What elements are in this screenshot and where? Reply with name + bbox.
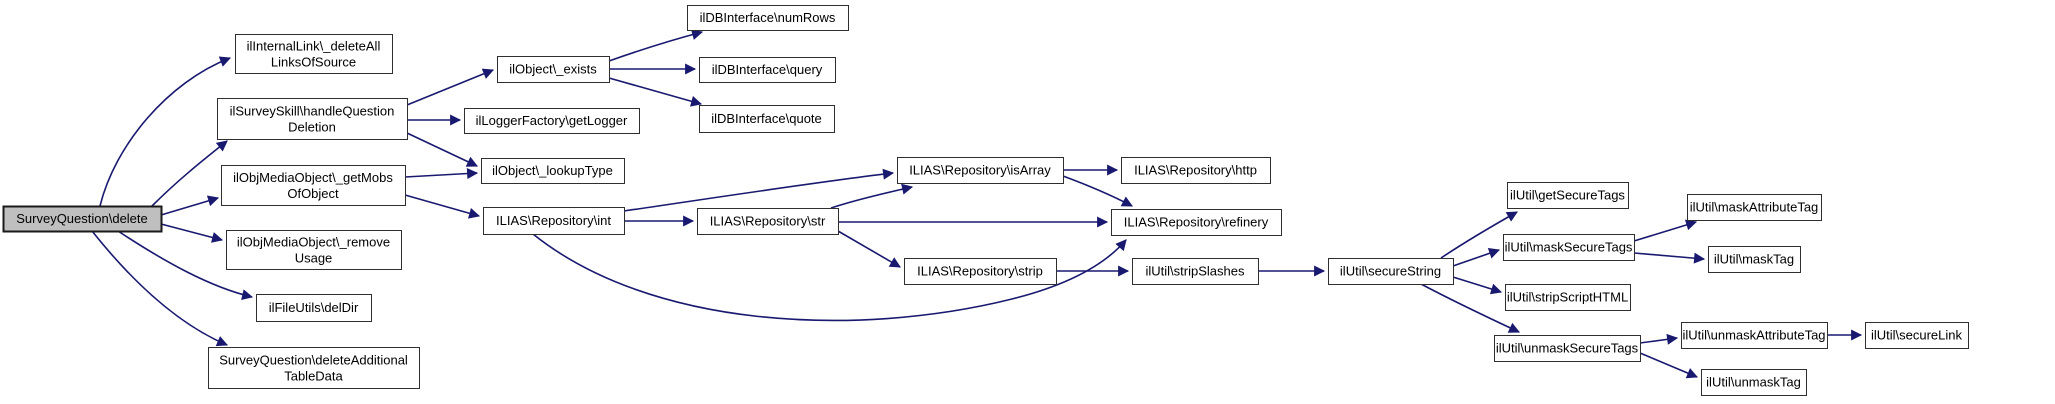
edge-secure-string-to-unmask-secure-tags [1420,283,1520,333]
node-secure-string[interactable]: ilUtil\secureString [1327,257,1455,286]
node-label: SurveyQuestion\delete [16,211,148,226]
node-repo-int[interactable]: ILIAS\Repository\int [482,206,626,236]
node-label: ilLoggerFactory\getLogger [476,113,628,128]
edge-mask-secure-tags-to-mask-tag [1633,252,1706,264]
edge-delete-to-delete-additional-table-data [91,230,229,347]
node-label: ilInternalLink\_deleteAll [247,39,381,54]
node-strip-slashes[interactable]: ilUtil\stripSlashes [1131,257,1260,286]
node-label: ilUtil\getSecureTags [1510,188,1625,203]
node-repo-strip[interactable]: ILIAS\Repository\strip [903,257,1058,286]
edge-object-exists-to-num-rows [608,29,704,62]
node-label: TableData [284,368,343,383]
node-label: ILIAS\Repository\int [496,213,611,228]
node-label: ilDBInterface\numRows [700,10,836,25]
edge-secure-string-to-get-secure-tags [1440,211,1518,259]
node-mask-attribute-tag[interactable]: ilUtil\maskAttributeTag [1686,193,1823,222]
node-label: ilFileUtils\delDir [269,300,359,315]
node-label: Deletion [288,119,336,134]
edge-mask-secure-tags-to-mask-attribute-tag [1633,219,1698,242]
node-label: ilUtil\unmaskTag [1706,375,1801,390]
node-label: ilObjMediaObject\_remove [237,235,390,250]
edge-repo-int-to-refinery [532,233,1127,322]
node-num-rows[interactable]: ilDBInterface\numRows [686,4,850,32]
edge-delete-to-get-mobs-of-object [160,195,220,216]
node-mask-tag[interactable]: ilUtil\maskTag [1707,245,1802,274]
edge-delete-to-internal-link-delete-all [99,56,232,207]
node-label: SurveyQuestion\deleteAdditional [219,353,408,368]
node-label: Usage [295,250,333,265]
node-label: ilUtil\maskSecureTags [1505,240,1633,255]
edge-unmask-secure-tags-to-unmask-tag [1639,352,1699,379]
node-db-quote[interactable]: ilDBInterface\quote [698,104,836,134]
node-label: ilObjMediaObject\_getMobs [233,170,393,185]
node-label: ILIAS\Repository\str [710,214,826,229]
node-lookup-type[interactable]: ilObject\_lookupType [480,157,626,185]
node-db-query[interactable]: ilDBInterface\query [698,56,837,84]
node-secure-link[interactable]: ilUtil\secureLink [1864,321,1970,350]
node-strip-script-html[interactable]: ilUtil\stripScriptHTML [1504,283,1632,312]
node-object-exists[interactable]: ilObject\_exists [496,55,611,84]
node-label: ilObject\_lookupType [492,163,613,178]
node-label: ILIAS\Repository\isArray [909,163,1051,178]
node-repo-http[interactable]: ILIAS\Repository\http [1120,156,1272,185]
edge-repo-str-to-repo-strip [837,230,901,268]
node-del-dir[interactable]: ilFileUtils\delDir [255,293,373,323]
edge-repo-int-to-is-array [623,168,895,212]
node-label: OfObject [287,186,339,201]
node-label: ILIAS\Repository\strip [917,264,1043,279]
node-label: ilObject\_exists [509,62,597,77]
node-label: ilSurveySkill\handleQuestion [230,104,395,119]
node-get-logger[interactable]: ilLoggerFactory\getLogger [463,107,641,135]
edge-unmask-secure-tags-to-unmask-attribute-tag [1639,333,1679,345]
node-label: ILIAS\Repository\refinery [1124,215,1269,230]
edge-object-exists-to-db-quote [608,77,703,107]
node-label: ilUtil\stripSlashes [1146,264,1245,279]
node-unmask-tag[interactable]: ilUtil\unmaskTag [1700,368,1808,397]
node-label: ILIAS\Repository\http [1134,163,1257,178]
node-unmask-attribute-tag[interactable]: ilUtil\unmaskAttributeTag [1680,321,1829,350]
node-label: LinksOfSource [271,54,356,69]
edge-repo-str-to-is-array [830,183,914,209]
node-refinery[interactable]: ILIAS\Repository\refinery [1110,208,1283,237]
node-unmask-secure-tags[interactable]: ilUtil\unmaskSecureTags [1493,334,1642,363]
node-label: ilUtil\unmaskAttributeTag [1682,328,1825,343]
edge-handle-question-deletion-to-object-exists [406,68,495,106]
node-label: ilUtil\maskAttributeTag [1690,200,1819,215]
node-label: ilUtil\secureLink [1871,328,1963,343]
node-mask-secure-tags[interactable]: ilUtil\maskSecureTags [1502,233,1636,262]
node-label: ilUtil\unmaskSecureTags [1496,341,1639,356]
node-label: ilDBInterface\query [712,62,823,77]
node-get-secure-tags[interactable]: ilUtil\getSecureTags [1506,181,1630,210]
node-is-array[interactable]: ILIAS\Repository\isArray [896,156,1065,185]
node-label: ilUtil\stripScriptHTML [1507,290,1628,305]
edge-get-mobs-of-object-to-repo-int [404,194,481,219]
edge-delete-to-handle-question-deletion [151,140,228,207]
edge-secure-string-to-mask-secure-tags [1452,248,1501,267]
node-delete: SurveyQuestion\delete [2,205,163,233]
edge-secure-string-to-strip-script-html [1452,276,1503,295]
edge-handle-question-deletion-to-lookup-type [406,132,478,167]
edge-get-mobs-of-object-to-lookup-type [404,168,479,180]
edge-delete-to-remove-usage [160,223,224,243]
edge-is-array-to-refinery [1062,175,1133,207]
node-label: ilDBInterface\quote [711,111,822,126]
node-repo-str[interactable]: ILIAS\Repository\str [696,207,840,236]
node-label: ilUtil\secureString [1340,264,1441,279]
node-label: ilUtil\maskTag [1714,252,1794,267]
edge-delete-to-del-dir [117,230,254,301]
